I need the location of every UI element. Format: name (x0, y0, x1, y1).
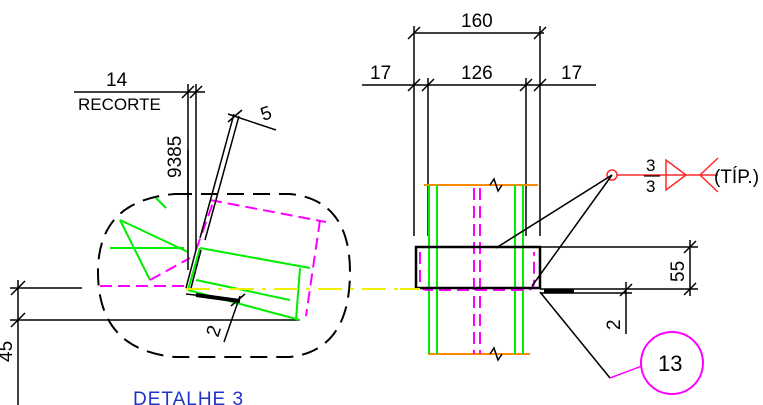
dim-14-tick-2 (189, 85, 203, 99)
dim-5-line-a (199, 113, 235, 239)
dim-55-tick-2 (683, 282, 697, 296)
steel-parts-left (110, 197, 311, 321)
dim-45-tick-2 (10, 312, 26, 328)
hidden-lines-right (419, 188, 535, 354)
weld-symbol: 3 3 (TÍP.) (495, 156, 759, 287)
dim-2-left-tick (230, 293, 246, 307)
dim-14-value: 14 (106, 70, 128, 91)
detail-boundary (96, 193, 352, 358)
break-mark-bottom (489, 346, 503, 362)
dim-2-right-text: 2 (604, 319, 625, 330)
weld-leader-2 (531, 174, 613, 287)
dim-2-right-tick (619, 283, 633, 297)
dim-5-leader (227, 113, 277, 131)
dim-2-left-text: 2 (203, 323, 226, 340)
dim-2-left-line (223, 295, 241, 343)
dim-160-text: 160 (461, 11, 493, 32)
dim-55-tick-1 (683, 240, 697, 254)
flange-plate (414, 245, 542, 290)
dim-17-left-text: 17 (370, 63, 391, 84)
dim-55-text: 55 (668, 261, 689, 282)
dim-5-tick (227, 109, 243, 123)
detail-left: 45 (0, 70, 400, 405)
dim-14-label: RECORTE (78, 95, 161, 114)
steel-parts-right (428, 185, 524, 354)
tail-icon (698, 157, 719, 193)
bubble-leader-a (539, 291, 611, 379)
weld-leader-1 (495, 174, 613, 249)
dim-14-tick-1 (181, 85, 195, 99)
dim-5-line-b (204, 115, 240, 241)
bubble-leader-b (609, 365, 643, 379)
item-bubble-text: 13 (658, 351, 682, 376)
dim-45-tick-1 (10, 280, 26, 296)
weld-size-bottom: 3 (646, 177, 655, 196)
break-mark-top (489, 177, 503, 193)
detail-title: DETALHE 3 (133, 389, 244, 405)
dim-17-right-text: 17 (561, 63, 582, 84)
dim-5-text: 5 (258, 103, 275, 126)
item-bubble (640, 331, 704, 395)
weld-size-top: 3 (646, 156, 655, 175)
dim-126-text: 126 (461, 63, 493, 84)
weld-note: (TÍP.) (714, 167, 759, 188)
weld-bead-left (195, 293, 241, 303)
hidden-lines-left (100, 199, 327, 317)
fillet-weld-icon (665, 158, 688, 192)
dim-9385-text: 9385 (165, 136, 186, 178)
dim-45-text: 45 (0, 341, 17, 362)
detail-right: 160 17 126 17 (362, 11, 759, 395)
